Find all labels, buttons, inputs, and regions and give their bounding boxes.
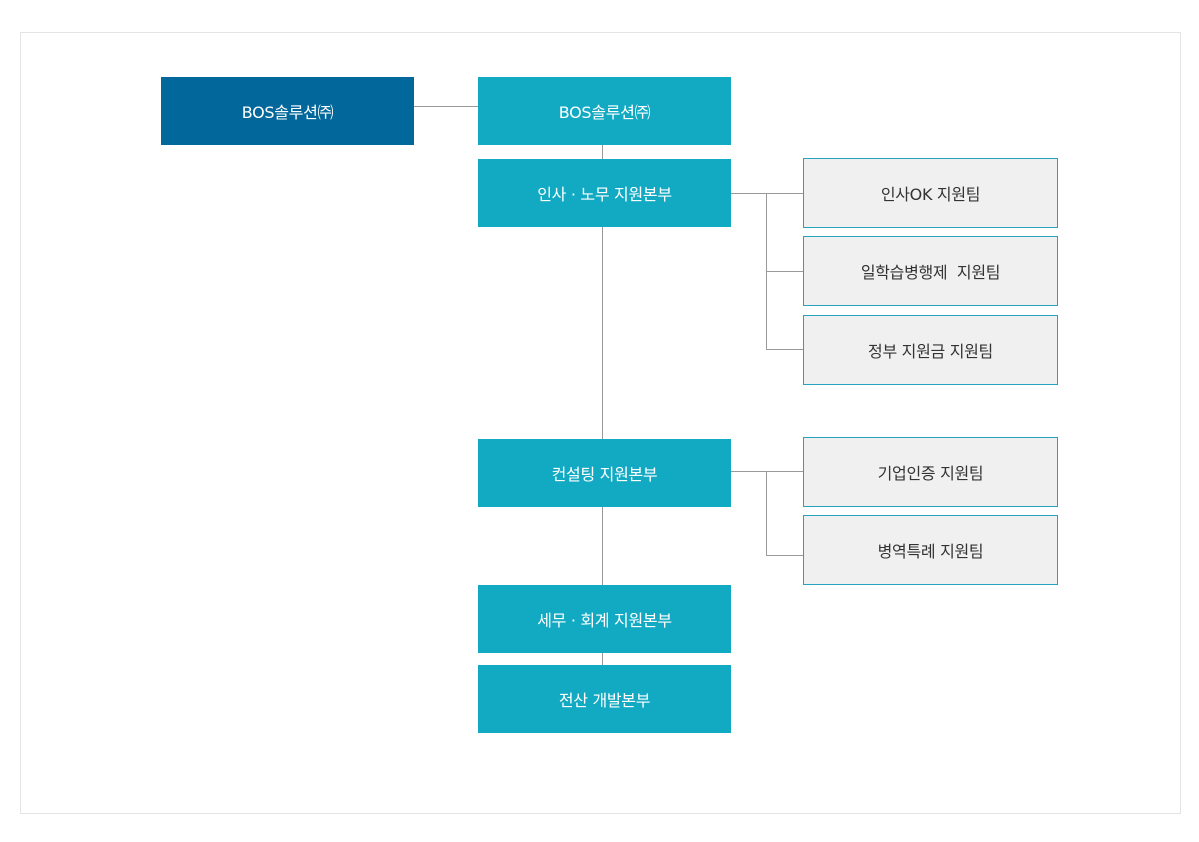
team-corporate-certification: 기업인증 지원팀	[803, 437, 1058, 507]
connector-consulting-spine	[766, 471, 767, 555]
team-work-learning: 일학습병행제 지원팀	[803, 236, 1058, 306]
connector-consulting-team-2	[766, 555, 803, 556]
connector-consulting-branch	[731, 471, 803, 472]
connector-hr-branch	[731, 193, 803, 194]
root-company-box: BOS솔루션㈜	[161, 77, 414, 145]
connector-main-trunk	[602, 145, 603, 665]
main-company-box: BOS솔루션㈜	[478, 77, 731, 145]
connector-root-to-main	[414, 106, 478, 107]
team-government-subsidy: 정부 지원금 지원팀	[803, 315, 1058, 385]
team-military-exemption: 병역특례 지원팀	[803, 515, 1058, 585]
connector-hr-team-3	[766, 349, 803, 350]
division-consulting: 컨설팅 지원본부	[478, 439, 731, 507]
connector-hr-team-2	[766, 271, 803, 272]
division-hr-labor: 인사 · 노무 지원본부	[478, 159, 731, 227]
division-it-development: 전산 개발본부	[478, 665, 731, 733]
division-tax-accounting: 세무 · 회계 지원본부	[478, 585, 731, 653]
team-insa-ok: 인사OK 지원팀	[803, 158, 1058, 228]
